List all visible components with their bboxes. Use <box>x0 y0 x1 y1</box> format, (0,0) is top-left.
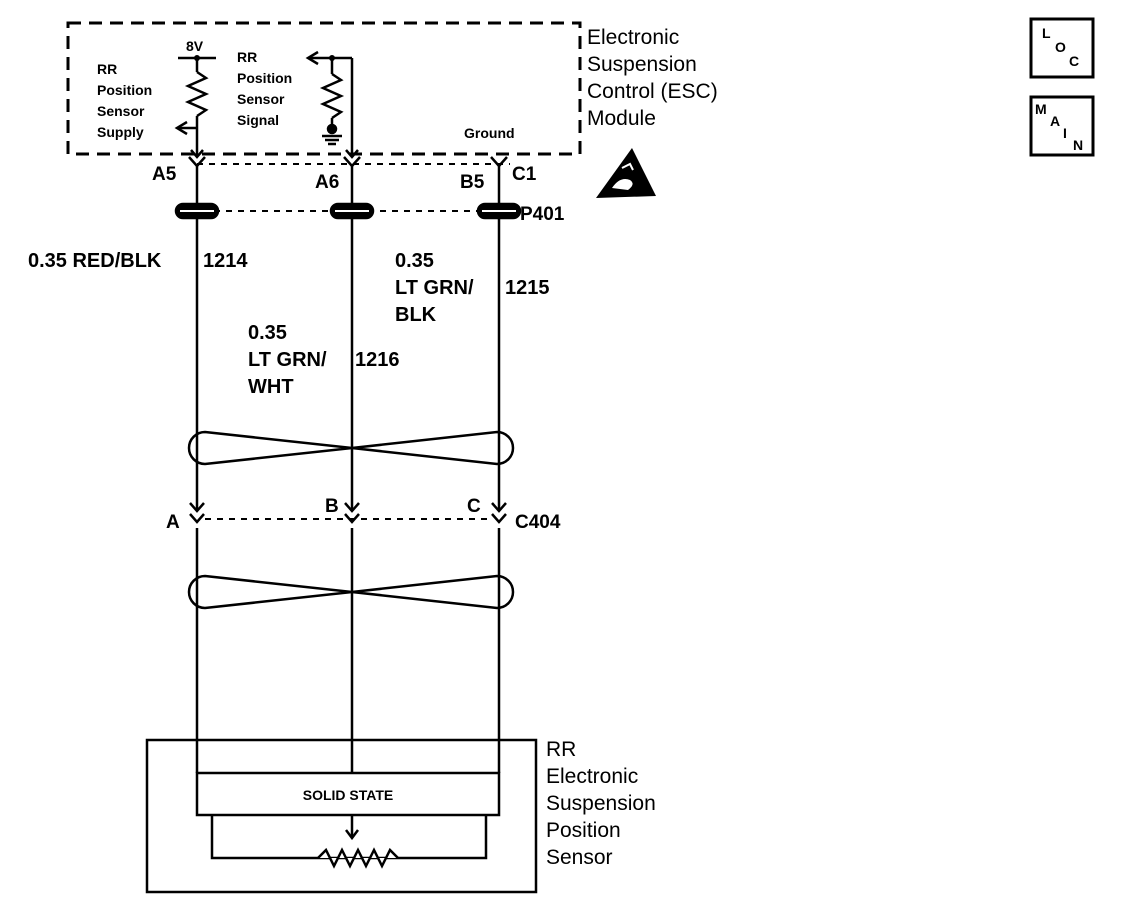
c404-label: C404 <box>515 512 561 533</box>
pin-c1: C1 <box>512 164 537 185</box>
sensor-name-line-5: Sensor <box>546 846 613 869</box>
main-letter-n: N <box>1073 137 1083 153</box>
wire-1215-spec-1: 0.35 <box>395 250 434 272</box>
c404-pin-c: C <box>467 496 481 517</box>
twisted-pair-lower <box>187 574 515 610</box>
module-name-line-3: Control (ESC) <box>587 80 718 103</box>
supply-label-1: RR <box>97 61 117 77</box>
wire-1215-spec-2: LT GRN/ <box>395 277 474 299</box>
ground-label: Ground <box>464 125 515 141</box>
module-name-line-2: Suspension <box>587 53 697 76</box>
wire-1216-circuit: 1216 <box>355 349 400 371</box>
module-name-line-4: Module <box>587 107 656 130</box>
esd-warning-icon <box>596 148 656 198</box>
loc-letter-l: L <box>1042 25 1051 41</box>
pin-a5: A5 <box>152 164 177 185</box>
sensor-name-line-4: Position <box>546 819 621 842</box>
ground-icon <box>322 123 342 146</box>
wire-1216-spec-3: WHT <box>248 376 294 398</box>
c404-pin-b: B <box>325 496 339 517</box>
solid-state-label: SOLID STATE <box>303 787 393 803</box>
wire-1216-spec-1: 0.35 <box>248 322 287 344</box>
supply-label-4: Supply <box>97 124 144 140</box>
main-button[interactable]: M A I N <box>1029 95 1095 157</box>
signal-label-4: Signal <box>237 112 279 128</box>
p401-label: P401 <box>520 204 565 225</box>
sensor-name-line-3: Suspension <box>546 792 656 815</box>
esc-module-box <box>66 21 582 156</box>
supply-circuit <box>174 56 216 159</box>
sensor-name-line-2: Electronic <box>546 765 638 788</box>
pin-a6: A6 <box>315 172 339 193</box>
signal-label-1: RR <box>237 49 257 65</box>
pin-b5: B5 <box>460 172 485 193</box>
loc-button[interactable]: L O C <box>1029 17 1095 79</box>
wire-1214-circuit: 1214 <box>203 250 248 272</box>
c404-connector <box>189 502 507 524</box>
module-name-line-1: Electronic <box>587 26 679 49</box>
loc-letter-c: C <box>1069 53 1079 69</box>
signal-label-3: Sensor <box>237 91 285 107</box>
supply-node <box>194 55 200 61</box>
main-letter-i: I <box>1063 125 1067 141</box>
voltage-label: 8V <box>186 38 204 54</box>
p401-connector <box>174 202 522 220</box>
c404-pin-a: A <box>166 512 180 533</box>
sensor-name-line-1: RR <box>546 738 576 761</box>
supply-label-2: Position <box>97 82 152 98</box>
signal-node <box>329 55 335 61</box>
supply-label-3: Sensor <box>97 103 145 119</box>
rr-sensor-box <box>145 738 538 894</box>
wire-1215-circuit: 1215 <box>505 277 550 299</box>
wire-1214-spec: 0.35 RED/BLK <box>28 250 162 272</box>
loc-letter-o: O <box>1055 39 1066 55</box>
wire-1215-spec-3: BLK <box>395 304 437 326</box>
main-letter-m: M <box>1035 101 1047 117</box>
main-letter-a: A <box>1050 113 1060 129</box>
wire-1216-spec-2: LT GRN/ <box>248 349 327 371</box>
module-pin-row <box>188 156 510 168</box>
signal-label-2: Position <box>237 70 292 86</box>
twisted-pair-upper <box>187 430 515 466</box>
